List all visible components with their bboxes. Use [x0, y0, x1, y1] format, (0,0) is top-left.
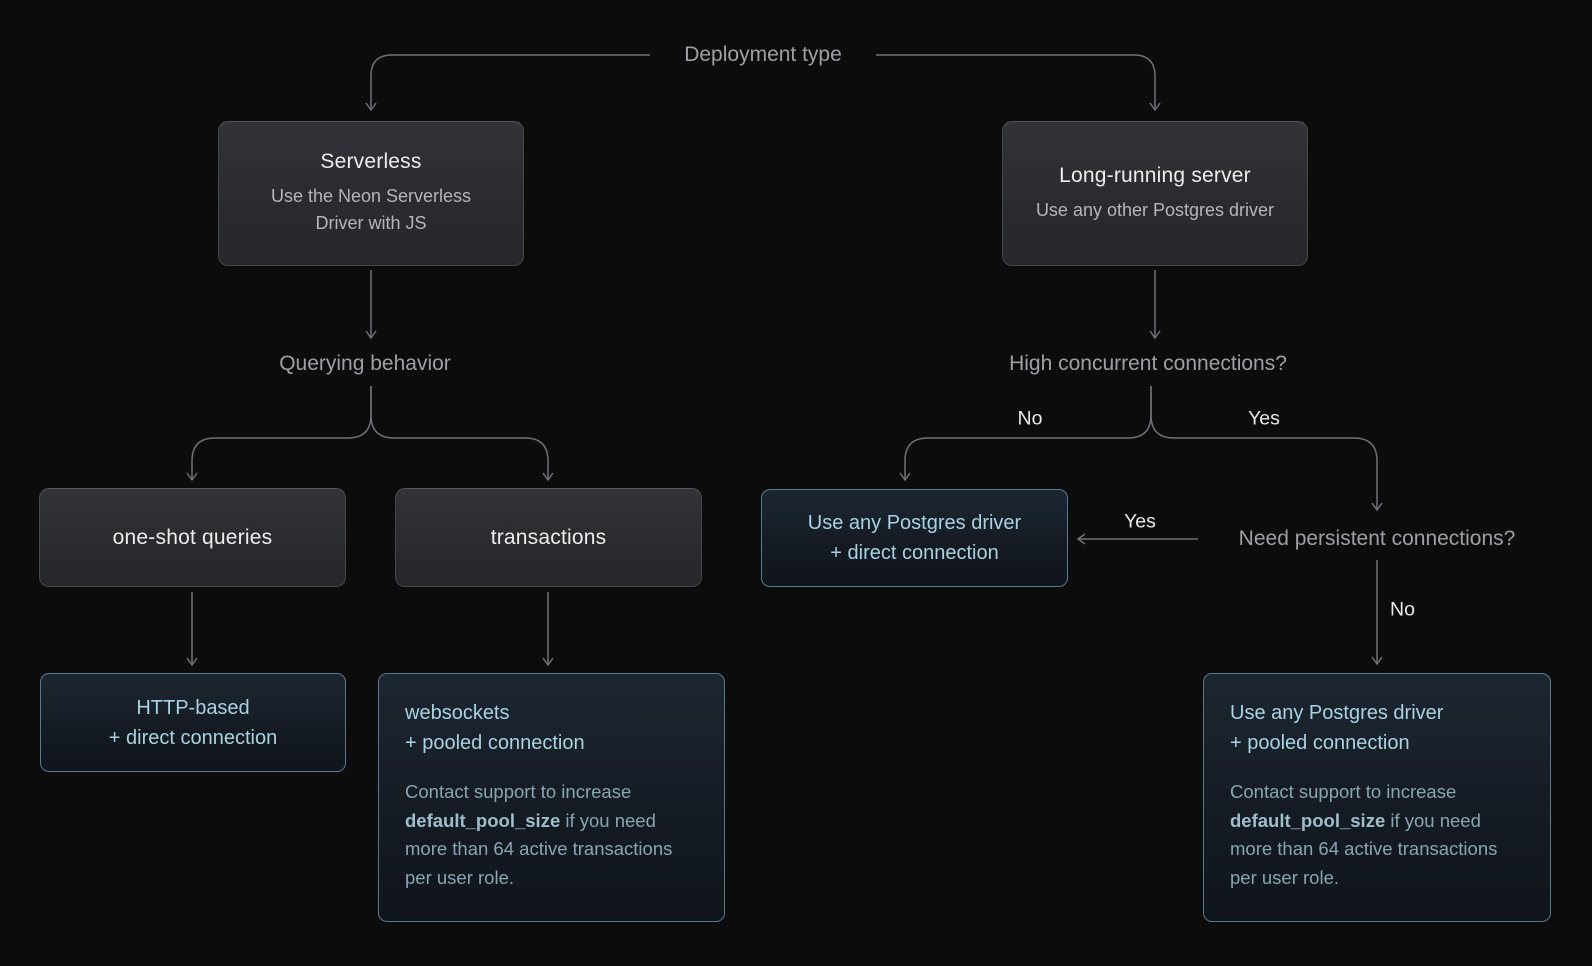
node-serverless: Serverless Use the Neon Serverless Drive…	[218, 121, 524, 266]
edge-querying-to-transactions	[370, 386, 554, 482]
node-transactions: transactions	[395, 488, 702, 587]
node-websockets-line1: websockets	[405, 702, 510, 724]
node-pooled-driver: Use any Postgres driver + pooled connect…	[1203, 673, 1551, 922]
note-suffix: if you need more than 64 active transact…	[1230, 809, 1498, 889]
node-direct-driver-line1: Use any Postgres driver	[807, 512, 1022, 534]
edge-root-to-serverless	[365, 54, 650, 112]
persistent-yes-label: Yes	[1124, 510, 1156, 533]
branch-yes-label: Yes	[1248, 407, 1280, 430]
edge-querying-to-oneshot	[186, 386, 372, 482]
node-http-line1: HTTP-based	[136, 696, 250, 719]
node-direct-driver: Use any Postgres driver + direct connect…	[761, 489, 1068, 587]
node-long-running-title: Long-running server	[1059, 163, 1251, 187]
node-websockets-note: Contact support to increase default_pool…	[405, 778, 677, 893]
note-pool-size-term: default_pool_size	[405, 809, 561, 831]
edge-root-to-longrunning	[876, 54, 1161, 112]
node-long-running-subtitle: Use any other Postgres driver	[1035, 199, 1275, 220]
node-serverless-title: Serverless	[320, 150, 422, 173]
node-one-shot-queries: one-shot queries	[39, 488, 346, 587]
node-pooled-line2: + pooled connection	[1230, 732, 1410, 754]
branch-no-label: No	[1017, 407, 1043, 430]
node-long-running-server: Long-running server Use any other Postgr…	[1002, 121, 1308, 266]
node-serverless-subtitle: Use the Neon Serverless Driver with JS	[270, 186, 472, 233]
node-websockets-line2: + pooled connection	[405, 732, 585, 754]
note-prefix: Contact support to increase	[1230, 781, 1457, 802]
node-transactions-label: transactions	[490, 525, 607, 549]
edge-concurrent-no-to-direct	[899, 386, 1152, 482]
note-prefix: Contact support to increase	[405, 781, 632, 802]
note-pool-size-term: default_pool_size	[1230, 809, 1386, 831]
node-direct-driver-line2: + direct connection	[830, 542, 999, 564]
node-pooled-note: Contact support to increase default_pool…	[1230, 778, 1502, 893]
need-persistent-label: Need persistent connections?	[1238, 527, 1516, 550]
node-http-based: HTTP-based + direct connection	[40, 673, 346, 772]
node-http-line2: + direct connection	[108, 726, 278, 749]
node-pooled-line1: Use any Postgres driver	[1230, 702, 1444, 724]
root-label: Deployment type	[684, 43, 842, 66]
note-suffix: if you need more than 64 active transact…	[405, 809, 673, 889]
node-websockets: websockets + pooled connection Contact s…	[378, 673, 725, 922]
persistent-no-label: No	[1390, 598, 1415, 621]
high-concurrent-label: High concurrent connections?	[1009, 352, 1287, 375]
node-one-shot-label: one-shot queries	[112, 525, 273, 549]
querying-behavior-label: Querying behavior	[279, 352, 451, 375]
edge-concurrent-yes-to-persistent	[1150, 386, 1383, 512]
